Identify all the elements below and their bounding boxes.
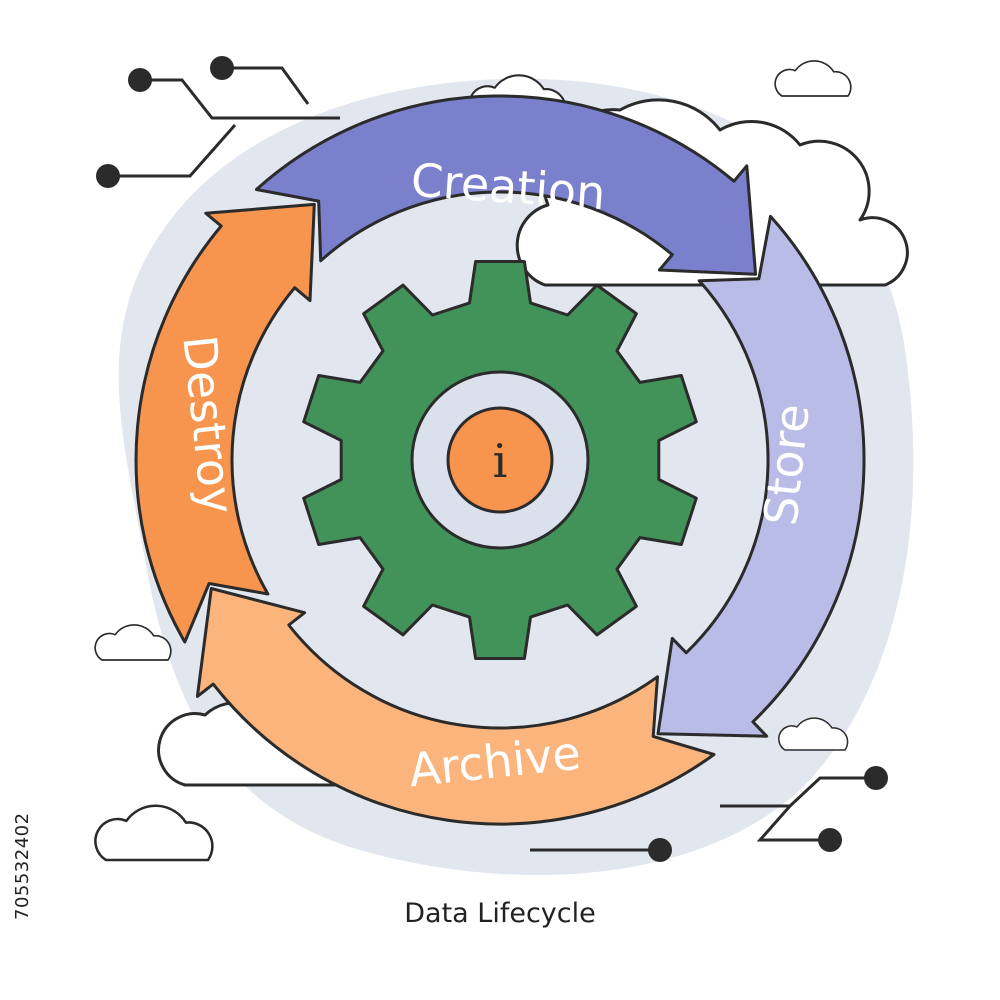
cloud-icon (94, 804, 214, 862)
circuit-node (864, 766, 888, 790)
circuit-node (818, 828, 842, 852)
circuit-node (210, 56, 234, 80)
cloud-icon (94, 624, 172, 661)
diagram-caption: Data Lifecycle (404, 898, 596, 929)
arrow-destroy (134, 202, 316, 644)
arrow-creation (254, 94, 758, 276)
lifecycle-ring (134, 94, 866, 826)
circuit-icon (108, 66, 876, 852)
circuit-node (648, 838, 672, 862)
cloud-icon (774, 60, 852, 97)
circuit-node (96, 164, 120, 188)
arrow-archive (195, 587, 716, 826)
info-icon (446, 406, 554, 514)
info-glyph: i (493, 434, 508, 488)
label-store: Store (753, 401, 819, 528)
circuit-node (128, 68, 152, 92)
stock-image-id: 705532402 (12, 812, 33, 920)
arrow-store (656, 214, 866, 738)
